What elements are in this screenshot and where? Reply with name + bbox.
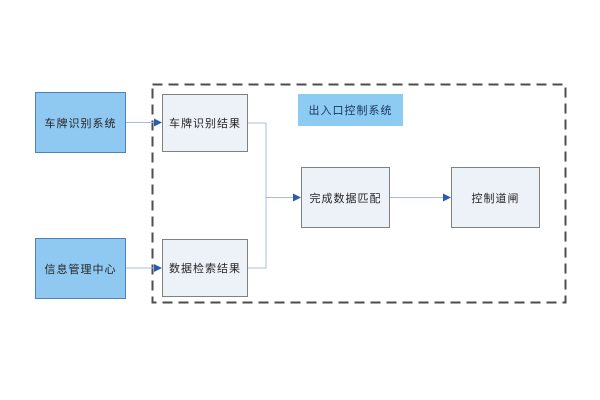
node-data-matching: 完成数据匹配 <box>301 167 390 228</box>
edge-results-merge <box>248 122 267 269</box>
arrowhead-matching <box>293 193 301 202</box>
arrowhead-data-result <box>154 264 162 272</box>
node-info-management-center-label: 信息管理中心 <box>44 262 117 276</box>
node-info-management-center: 信息管理中心 <box>35 238 126 299</box>
control-system-title-badge: 出入口控制系统 <box>298 94 403 126</box>
node-barrier-gate-control-label: 控制道闸 <box>471 191 520 205</box>
node-plate-recognition-result-label: 车牌识别结果 <box>169 117 241 130</box>
node-barrier-gate-control: 控制道闸 <box>451 167 540 228</box>
node-data-matching-label: 完成数据匹配 <box>309 191 382 205</box>
node-data-retrieval-result: 数据检索结果 <box>162 239 248 297</box>
node-plate-recognition-system: 车牌识别系统 <box>35 92 126 153</box>
control-system-title-label: 出入口控制系统 <box>308 104 393 117</box>
node-data-retrieval-result-label: 数据检索结果 <box>169 262 241 275</box>
arrowhead-barrier <box>443 193 451 202</box>
node-plate-recognition-result: 车牌识别结果 <box>162 94 248 152</box>
arrowhead-plate-result <box>154 118 162 127</box>
node-plate-recognition-system-label: 车牌识别系统 <box>44 116 117 130</box>
